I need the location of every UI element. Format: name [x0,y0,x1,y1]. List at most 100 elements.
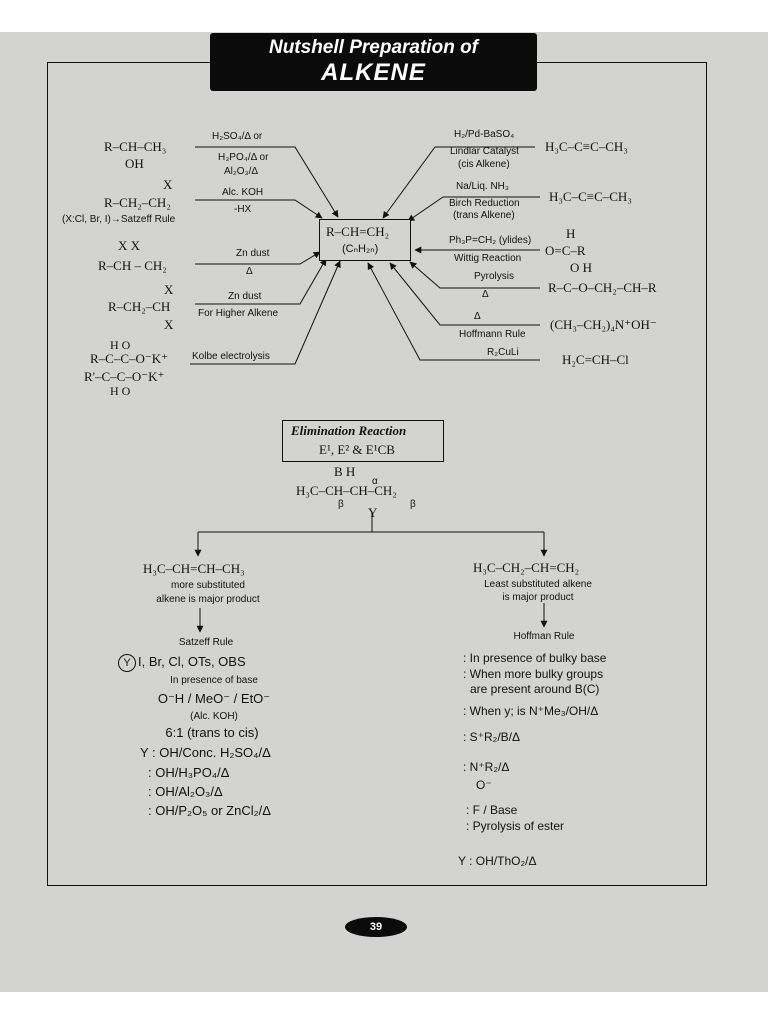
title-line-1: Nutshell Preparation of [268,37,479,58]
elimination-box: Elimination Reaction E¹, E² & E¹CB [282,420,444,462]
left-1-reagent-top: H₂SO₄/Δ or [212,131,263,142]
right-1-reagent-bottom-1: Lindlar Catalyst [450,146,519,157]
left-2-substrate: R–CH₂–CH₂ [104,195,171,210]
right-3-reagent-bottom: Wittig Reaction [454,253,522,264]
right-2-reagent-bottom-1: Birch Reduction [449,198,520,209]
left-branch-product: H₃C–CH=CH–CH₃ [143,561,245,576]
left-1-substrate-oh: OH [125,156,144,171]
page-number: 39 [345,917,407,937]
arrow-right-6 [367,262,540,361]
right-4-reagent-top: Pyrolysis [474,271,515,282]
left-5-substrate-line1: R–C–C–O⁻K⁺ [90,351,169,366]
left-5-reagent: Kolbe electrolysis [192,351,270,362]
right-6-substrate: H₂C=CH–Cl [562,352,629,367]
left-3-substrate: R–CH – CH₂ [98,258,167,273]
title-banner: Nutshell Preparation of ALKENE [210,33,537,91]
arrow-right-1 [382,146,535,219]
arrow-right-4 [409,261,540,289]
left-1-reagent-bottom-2: Al₂O₃/Δ [224,166,259,177]
right-2-substrate: H₃C–C≡C–CH₃ [549,189,632,204]
right-3-substrate-h: H [566,226,576,241]
right-branch-condition-6: : N⁺R₂/Δ [463,760,510,774]
right-4-reagent-bottom: Δ [482,289,489,300]
elim-alpha: α [372,476,378,487]
right-branch-desc-2: is major product [502,592,574,603]
right-3-substrate: O=C–R [545,243,586,258]
elim-leaving-group: Y [368,505,378,520]
elim-beta-left: β [338,499,344,510]
elimination-subtitle: E¹, E² & E¹CB [319,442,395,457]
elim-beta-right: β [410,499,416,510]
alkene-center-box: R–CH=CH₂ (CₙH₂ₙ) [319,219,411,261]
right-branch-condition-5: : S⁺R₂/B/Δ [463,730,521,744]
left-4-substrate-x-top: X [164,282,174,297]
right-branch-condition-7: : F / Base [466,803,518,817]
left-5-substrate-top: H O [110,338,131,352]
right-1-substrate: H₃C–C≡C–CH₃ [545,139,628,154]
title-line-2: ALKENE [321,59,426,86]
right-1-reagent-top: H₂/Pd-BaSO₄ [454,129,515,140]
left-branch-condition-2: : OH/H₃PO₄/Δ [148,765,230,780]
right-4-substrate-top: O H [570,260,593,275]
hoffman-rule-label: Hoffman Rule [513,631,575,642]
left-1-substrate: R–CH–CH₃ [104,139,167,154]
arrow-left-2 [195,199,323,219]
satzeff-rule-label: Satzeff Rule [178,637,234,648]
right-5-reagent-bottom: Hoffmann Rule [459,329,526,340]
left-branch-desc-2: alkene is major product [156,594,260,605]
left-3-substrate-x: X X [118,238,141,253]
center-general-formula: (CₙH₂ₙ) [342,243,379,255]
arrow-left-3 [195,251,321,265]
arrow-left-4 [195,258,327,305]
y-circle-label: Y [118,654,136,672]
left-branch-condition-4: : OH/P₂O₅ or ZnCl₂/Δ [148,803,271,818]
right-6-reagent: R₂CuLi [487,347,519,358]
right-3-reagent-top: Ph₃P=CH₂ (ylides) [449,235,532,246]
right-4-substrate: R–C–O–CH₂–CH–R [548,280,657,295]
page-sheet [0,32,768,992]
left-2-reagent-bottom: -HX [234,204,252,215]
right-5-reagent-top: Δ [474,311,481,322]
elimination-title: Elimination Reaction [291,423,407,438]
right-branch-condition-8: : Pyrolysis of ester [466,819,565,833]
left-4-reagent-top: Zn dust [228,291,262,302]
left-4-reagent-bottom: For Higher Alkene [198,308,279,319]
left-5-substrate-bottom: H O [110,384,131,398]
elim-structure-top: B H [334,464,356,479]
arrow-left-1 [195,146,339,218]
right-branch-desc-1: Least substituted alkene [484,579,592,590]
left-2-substrate-x: X [163,177,173,192]
left-branch-bases: O⁻H / MeO⁻ / EtO⁻ [157,691,271,706]
right-2-reagent-top: Na/Liq. NH₃ [456,181,509,192]
left-branch-condition-3: : OH/Al₂O₃/Δ [148,784,223,799]
left-2-note: (X:Cl, Br, I)→Satzeff Rule [62,214,176,225]
left-3-reagent-bottom: Δ [246,266,253,277]
right-branch-condition-6-oxide: O⁻ [476,778,492,792]
right-branch-condition-2: : When more bulky groups [463,667,604,681]
right-2-reagent-bottom-2: (trans Alkene) [453,210,515,221]
center-formula: R–CH=CH₂ [326,224,390,239]
left-4-substrate: R–CH₂–CH [108,299,171,314]
left-4-substrate-x-bottom: X [164,317,174,332]
right-5-substrate: (CH₃–CH₂)₄N⁺OH⁻ [550,317,657,332]
left-branch-base-note: (Alc. KOH) [190,711,238,722]
right-branch-condition-1: : In presence of bulky base [463,651,607,665]
left-3-reagent-top: Zn dust [236,248,270,259]
elim-structure-main: H₃C–CH–CH–CH₂ [296,483,397,498]
left-5-substrate-line2: R'–C–C–O⁻K⁺ [84,369,165,384]
right-branch-condition-3: are present around B(C) [470,682,600,696]
arrow-left-5 [190,260,341,365]
left-branch-ratio: 6:1 (trans to cis) [165,725,259,740]
y-groups-text: I, Br, Cl, OTs, OBS [138,654,246,669]
arrow-right-5 [389,262,540,326]
right-branch-condition-9: Y : OH/ThO₂/Δ [458,854,537,868]
right-branch-condition-4: : When y; is N⁺Me₃/OH/Δ [463,704,599,718]
left-1-reagent-bottom-1: H₃PO₄/Δ or [218,152,269,163]
right-1-reagent-bottom-2: (cis Alkene) [458,159,510,170]
left-branch-presence: In presence of base [170,675,258,686]
left-2-reagent-top: Alc. KOH [222,187,264,198]
right-branch-product: H₃C–CH₂–CH=CH₂ [473,560,580,575]
left-branch-desc-1: more substituted [171,580,245,591]
